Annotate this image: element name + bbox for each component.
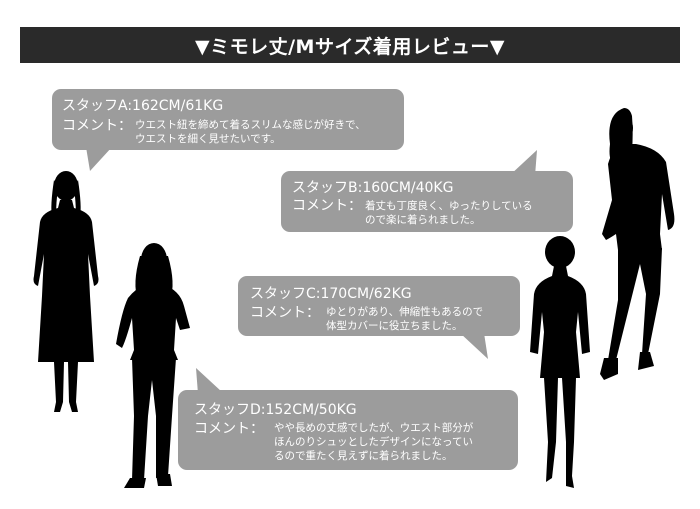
bubble-tail xyxy=(509,150,537,176)
staff-name: スタッフB:160CM/40KG xyxy=(292,180,454,196)
staff-name: スタッフC:170CM/62KG xyxy=(250,286,412,302)
staff-name: スタッフA:162CM/61KG xyxy=(62,98,224,114)
review-bubble-staff-c: スタッフC:170CM/62KG コメント： ゆとりがあり、伸縮性もあるので 体… xyxy=(238,276,520,359)
comment-label: コメント： xyxy=(250,305,320,321)
comment-label: コメント： xyxy=(194,421,264,437)
staff-name: スタッフD:152CM/50KG xyxy=(194,402,357,418)
bubble-tail xyxy=(460,333,488,359)
review-bubble-staff-d: スタッフD:152CM/50KG コメント： やや長めの丈感でしたが、ウエスト部… xyxy=(178,368,518,470)
banner-title: ▼ミモレ丈/Mサイズ着用レビュー▼ xyxy=(194,35,505,58)
staff-b-silhouette xyxy=(530,236,590,488)
bubble-tail xyxy=(196,368,222,394)
comment-text: ゆとりがあり、伸縮性もあるので 体型カバーに役立ちました。 xyxy=(326,306,484,332)
comment-text: 着丈も丁度良く、ゆったりしている ので楽に着られました。 xyxy=(365,200,533,226)
staff-c-silhouette xyxy=(600,108,675,380)
comment-text: やや長めの丈感でしたが、ウエスト部分が ほんのりシュッとしたデザインになってい … xyxy=(274,422,474,462)
section-banner: ▼ミモレ丈/Mサイズ着用レビュー▼ xyxy=(20,27,680,63)
bubble-tail xyxy=(86,147,112,171)
review-bubble-staff-a: スタッフA:162CM/61KG コメント： ウエスト紐を締めて着るスリムな感じ… xyxy=(52,89,404,171)
comment-label: コメント： xyxy=(292,198,362,214)
staff-a-silhouette xyxy=(33,171,99,412)
review-bubble-staff-b: スタッフB:160CM/40KG コメント： 着丈も丁度良く、ゆったりしている … xyxy=(281,150,573,232)
comment-text: ウエスト紐を締めて着るスリムな感じが好きで、 ウエストを細く見せたいです。 xyxy=(135,119,366,145)
comment-label: コメント： xyxy=(62,118,132,134)
staff-d-silhouette xyxy=(116,243,190,488)
